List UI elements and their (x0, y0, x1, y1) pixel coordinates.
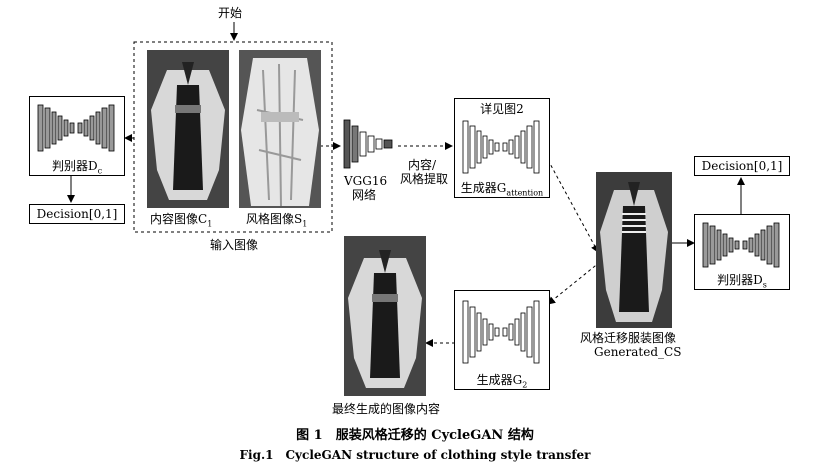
caption-cn: 图 1 服装风格迁移的 CycleGAN 结构 (296, 428, 534, 443)
discriminator-ds-box: 判别器Ds (694, 214, 790, 290)
style-image-photo (239, 50, 321, 208)
final-output-photo (344, 236, 426, 396)
discriminator-ds-network-icon (702, 222, 780, 268)
input-images-label: 输入图像 (210, 238, 259, 252)
input-group-border (133, 41, 333, 233)
final-garment-illustration (344, 236, 426, 396)
generator-g2-label: 生成器G2 (476, 373, 528, 390)
caption-en: Fig.1 CycleGAN structure of clothing sty… (239, 448, 591, 462)
decision-left-box: Decision[0,1] (29, 204, 125, 224)
generated-image-label-line1: 风格迁移服装图像 (580, 331, 677, 345)
style-garment-illustration (239, 50, 321, 208)
vgg16-label-line1: VGG16 (344, 174, 388, 188)
arrow-generated-to-g2 (547, 261, 601, 305)
generated-image-photo (596, 172, 672, 328)
decision-right-box: Decision[0,1] (694, 156, 790, 176)
generated-image-label-line2: Generated_CS (594, 345, 682, 359)
decision-left-label: Decision[0,1] (36, 207, 118, 221)
discriminator-ds-label: 判别器Ds (717, 273, 767, 290)
generator-attention-network-icon (462, 120, 540, 174)
discriminator-dc-box: 判别器Dc (29, 96, 125, 176)
extraction-label-line1: 内容/ (408, 158, 437, 172)
see-fig2-label: 详见图2 (480, 102, 524, 116)
generator-g2-network-icon (462, 300, 540, 364)
discriminator-dc-network-icon (37, 104, 115, 152)
vgg16-label-line2: 网络 (352, 188, 377, 202)
discriminator-dc-label: 判别器Dc (51, 159, 103, 176)
style-image-label: 风格图像S1 (246, 212, 308, 229)
content-garment-illustration (147, 50, 229, 208)
generator-attention-box: 详见图2 生成器Gattention (454, 98, 550, 198)
decision-right-label: Decision[0,1] (701, 159, 783, 173)
arrow-gatt-to-generated (547, 159, 599, 253)
generator-attention-label: 生成器Gattention (460, 181, 544, 198)
generated-garment-illustration (596, 172, 672, 328)
generator-g2-box: 生成器G2 (454, 290, 550, 390)
content-image-photo (147, 50, 229, 208)
extraction-label-line2: 风格提取 (400, 172, 449, 186)
content-image-label: 内容图像C1 (150, 212, 213, 229)
final-output-label: 最终生成的图像内容 (332, 402, 441, 416)
vgg16-network-icon (343, 119, 393, 169)
start-label: 开始 (218, 6, 243, 20)
